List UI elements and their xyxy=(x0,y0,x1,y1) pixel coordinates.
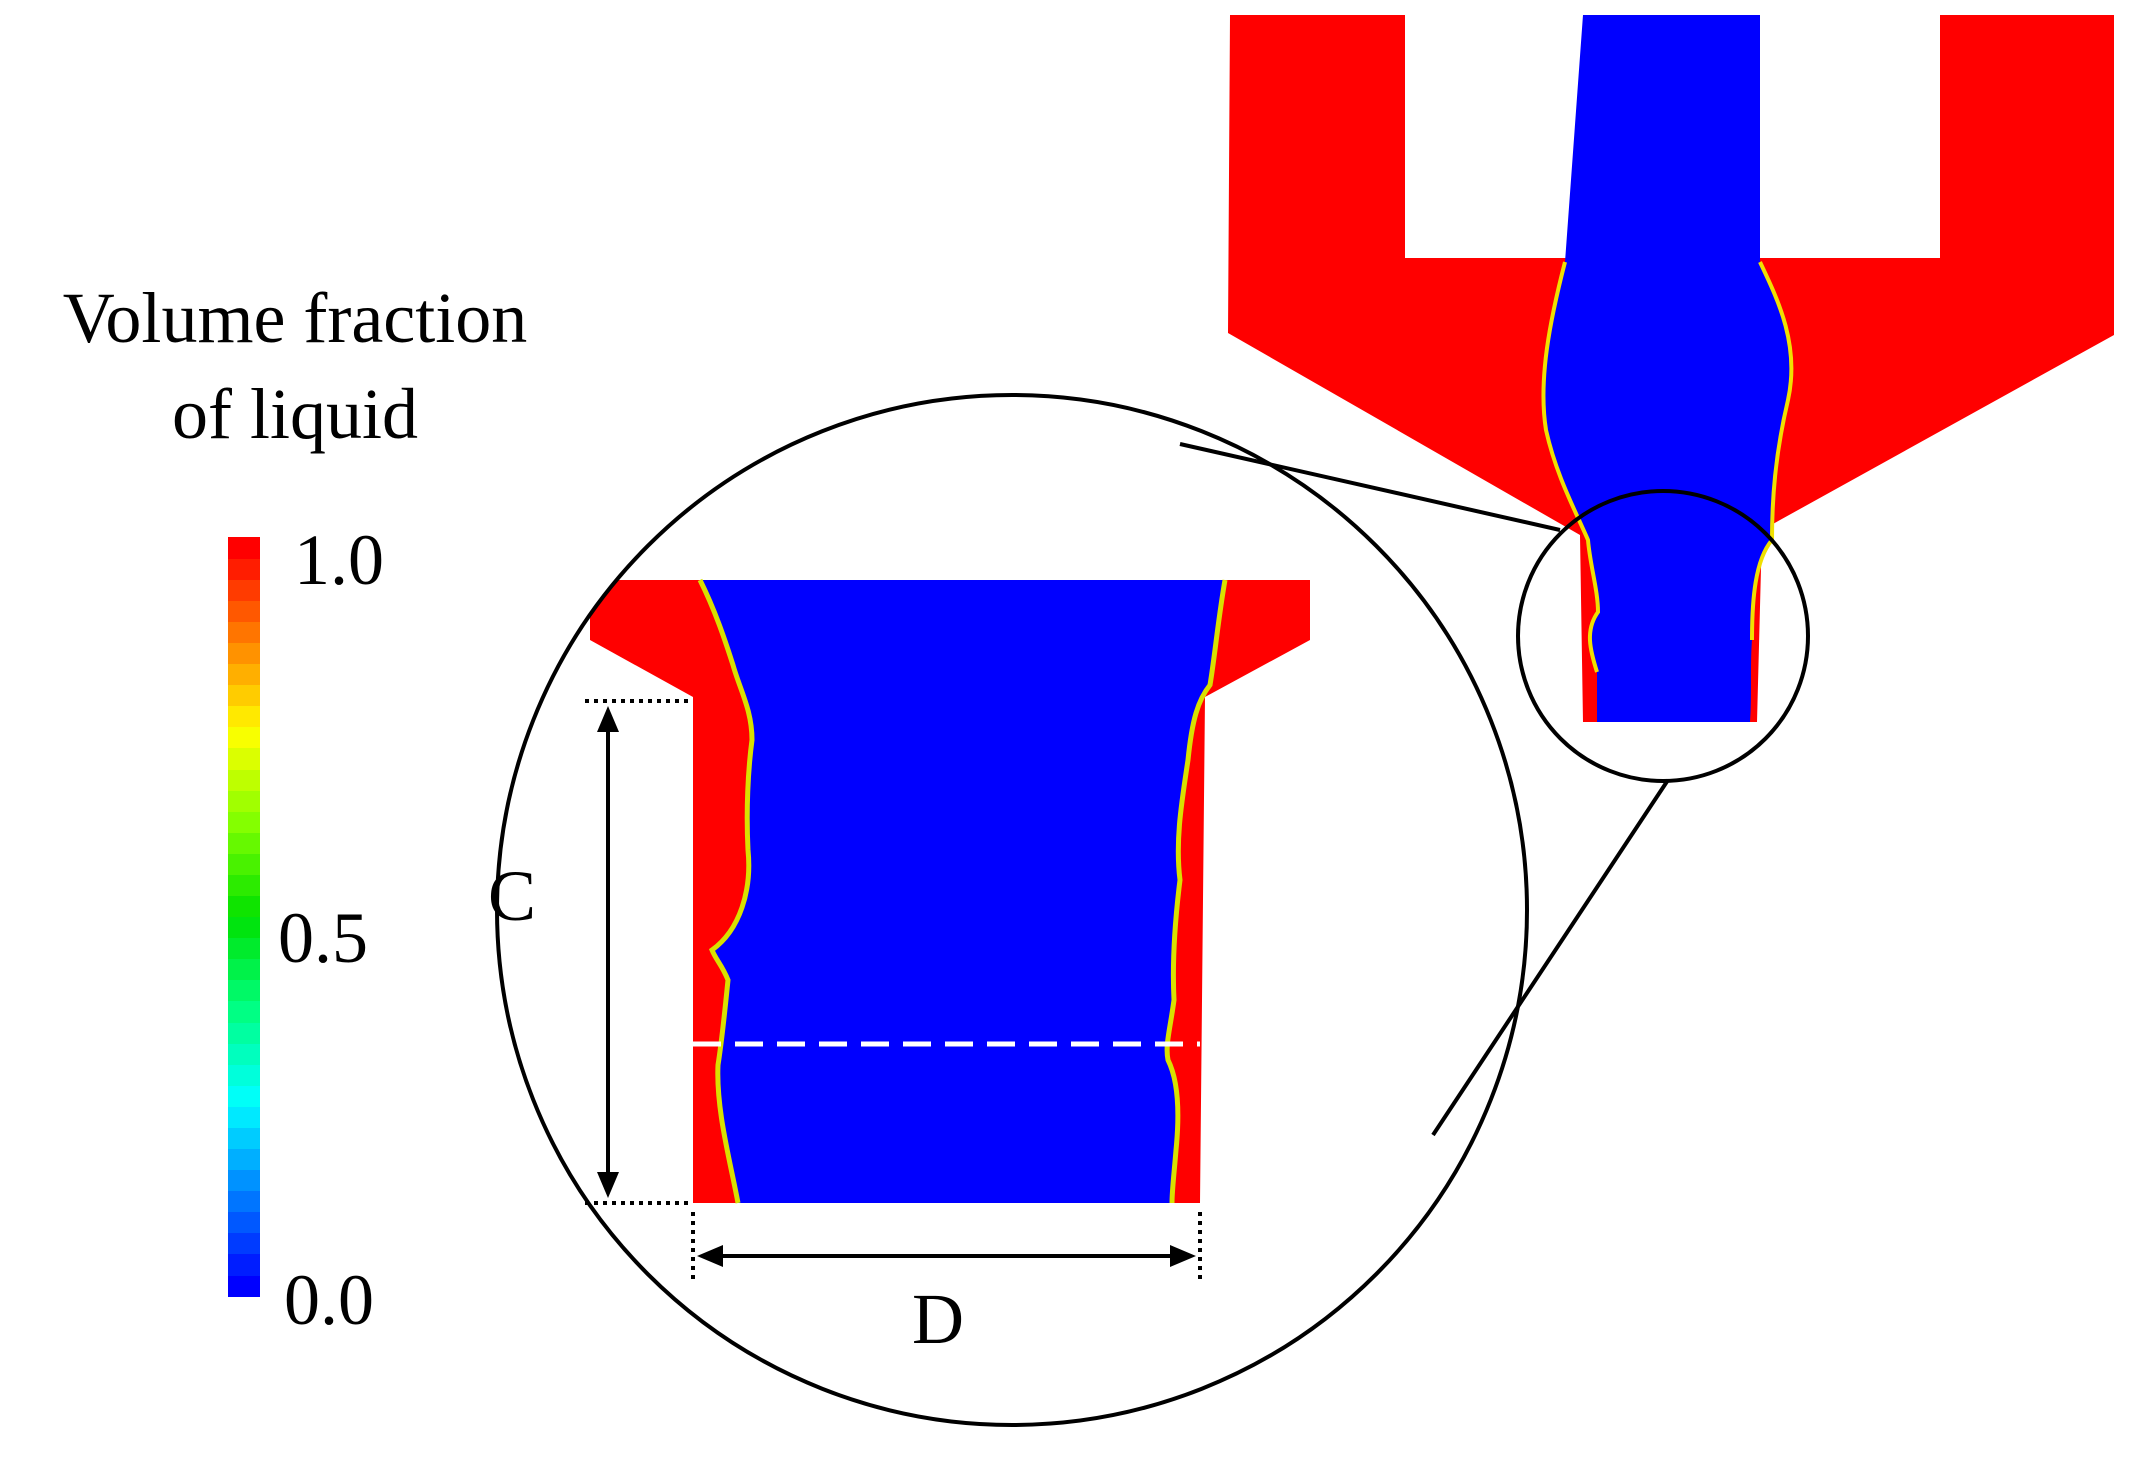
colorbar-segment xyxy=(228,1232,260,1255)
dim-d-arrow-right xyxy=(1170,1245,1196,1267)
zoom-connector-bottom xyxy=(1431,778,1670,1137)
zoom-inset xyxy=(590,578,1310,1204)
tick-max: 1.0 xyxy=(294,520,384,600)
colorbar-segment xyxy=(228,537,260,559)
zoom-connector-top xyxy=(1179,442,1561,532)
colorbar-segment xyxy=(228,768,260,791)
colorbar-segment xyxy=(228,579,260,601)
colorbar-segment xyxy=(228,979,260,1002)
zoom-gas-core xyxy=(700,580,1225,1203)
colorbar-segment xyxy=(228,1085,260,1107)
colorbar xyxy=(228,537,260,1297)
colorbar-segment xyxy=(228,621,260,643)
colorbar-segment xyxy=(228,1127,260,1149)
colorbar-segment xyxy=(228,790,260,812)
colorbar-segment xyxy=(228,1148,260,1171)
legend-title-line2: of liquid xyxy=(172,374,418,454)
magnifier-small-circle xyxy=(1516,489,1810,783)
tick-min: 0.0 xyxy=(284,1260,374,1340)
tick-mid: 0.5 xyxy=(278,898,368,978)
colorbar-segment xyxy=(228,1211,260,1234)
nozzle-overview xyxy=(1228,15,2114,783)
dim-c-arrow-up xyxy=(597,706,619,732)
legend-title-line1: Volume fraction xyxy=(62,278,528,358)
nozzle-interface-right xyxy=(1750,261,1794,641)
colorbar-segment xyxy=(228,642,260,665)
dim-c-arrow-down xyxy=(597,1172,619,1198)
nozzle-gas-core xyxy=(1543,15,1792,722)
colorbar-segment xyxy=(228,916,260,939)
zoom-interface-left xyxy=(697,578,755,1204)
colorbar-segment xyxy=(228,1169,260,1192)
dimension-d: D xyxy=(691,1212,1202,1359)
colorbar-segment xyxy=(228,747,260,770)
colorbar-segment xyxy=(228,937,260,960)
colorbar-segment xyxy=(228,726,260,749)
colorbar-segment xyxy=(228,1064,260,1086)
colorbar-segment xyxy=(228,1274,260,1297)
colorbar-segment xyxy=(228,1000,260,1023)
colorbar-segment xyxy=(228,600,260,622)
zoom-interface-right xyxy=(1164,579,1228,1204)
colorbar-segment xyxy=(228,558,260,580)
legend-title: Volume fraction of liquid xyxy=(0,270,590,462)
colorbar-segment xyxy=(228,853,260,875)
colorbar-segment xyxy=(228,1106,260,1128)
colorbar-segment xyxy=(228,663,260,686)
colorbar-segment xyxy=(228,684,260,707)
colorbar-segment xyxy=(228,895,260,918)
colorbar-segment xyxy=(228,705,260,728)
colorbar-segment xyxy=(228,874,260,896)
colorbar-segment xyxy=(228,1043,260,1065)
colorbar-segment xyxy=(228,832,260,854)
dim-d-label: D xyxy=(912,1279,964,1359)
colorbar-segment xyxy=(228,1253,260,1276)
colorbar-segment xyxy=(228,958,260,981)
dim-d-arrow-left xyxy=(697,1245,723,1267)
colorbar-segment xyxy=(228,811,260,833)
colorbar-segment xyxy=(228,1021,260,1044)
dim-c-label: C xyxy=(488,856,536,936)
colorbar-segment xyxy=(228,1190,260,1213)
dimension-c: C xyxy=(488,699,693,1205)
magnifier-large-circle xyxy=(495,393,1529,1427)
